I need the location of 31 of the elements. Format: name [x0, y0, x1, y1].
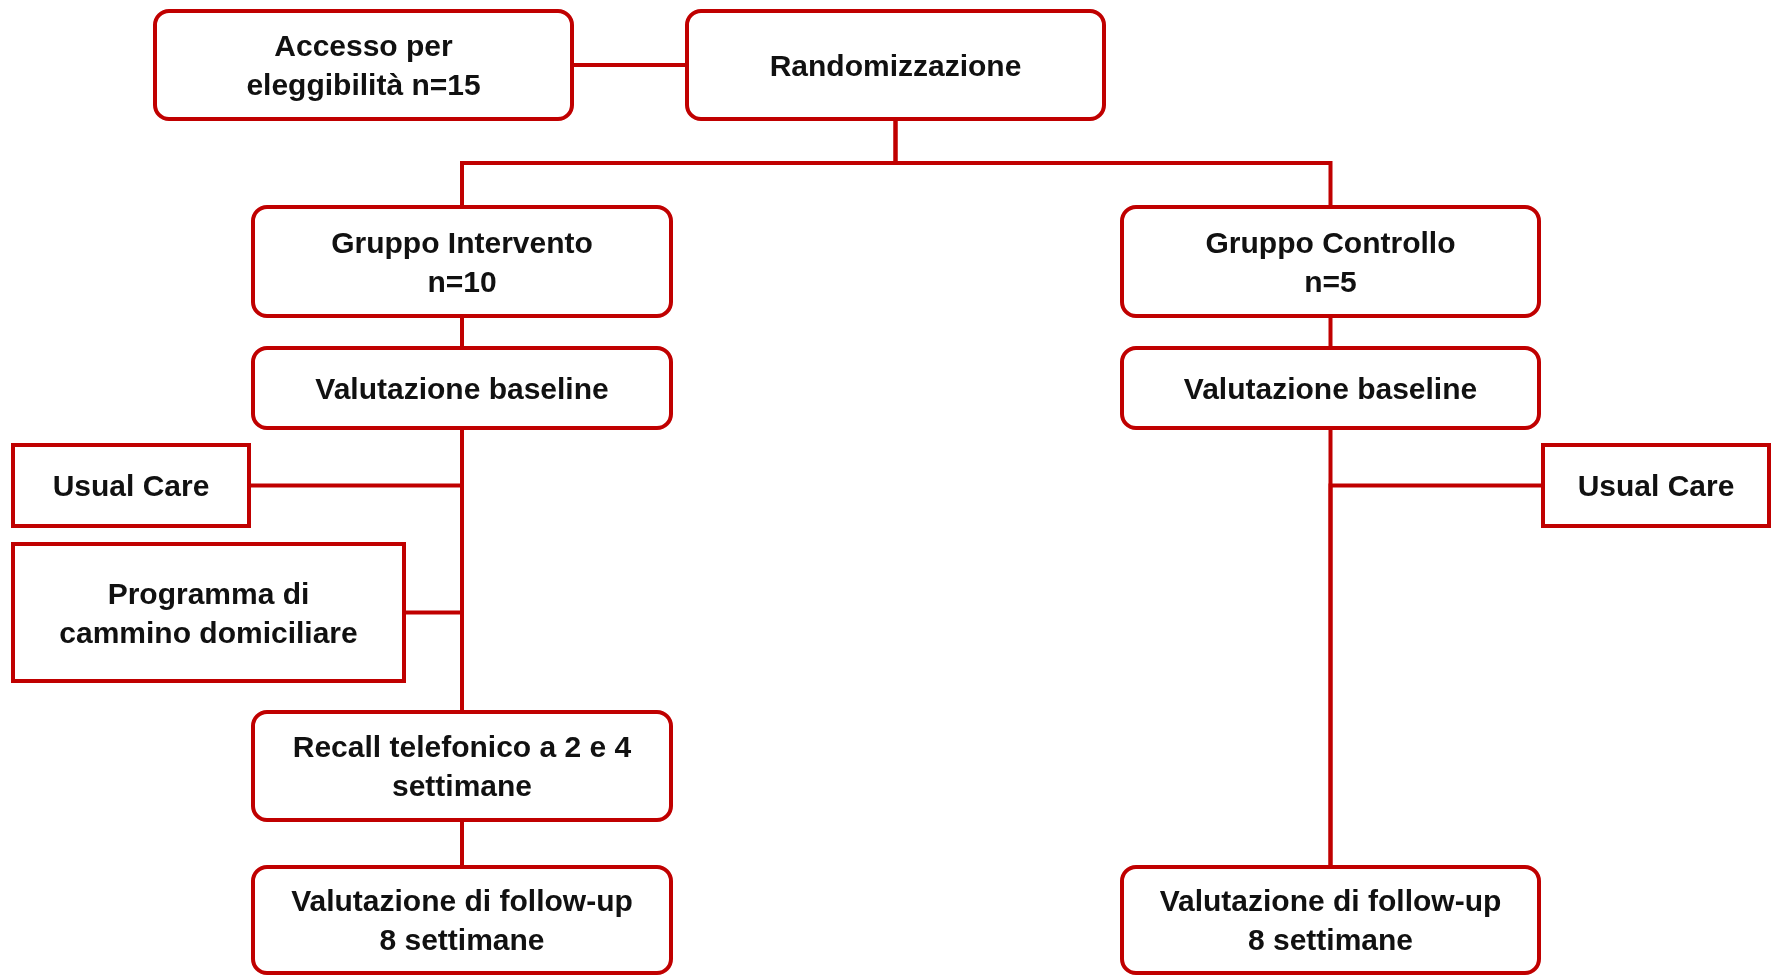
connector-line [1328, 318, 1333, 346]
box-label: Valutazione baseline [315, 370, 609, 407]
box-label: Usual Care [1577, 468, 1735, 504]
connector-line [460, 822, 464, 865]
box-label: Valutazione baseline [1183, 370, 1478, 407]
connector-line [460, 318, 464, 346]
side-box [11, 542, 406, 683]
process-box [251, 205, 673, 318]
box-label: Valutazione di follow-up 8 settimane [1158, 883, 1503, 958]
process-box [685, 9, 1106, 121]
connector-line [893, 121, 1333, 205]
connector-line [406, 610, 464, 710]
process-box [251, 865, 673, 975]
process-box [1120, 346, 1541, 430]
box-label: Gruppo Controllo n=5 [1204, 224, 1457, 300]
process-box [251, 346, 673, 430]
box-label: Recall telefonico a 2 e 4 settimane [291, 729, 633, 804]
process-box [251, 710, 673, 822]
box-label: Valutazione di follow-up 8 settimane [290, 883, 634, 958]
box-label: Accesso per eleggibilità n=15 [245, 28, 482, 103]
side-box [11, 443, 251, 528]
connector-line [574, 63, 685, 67]
box-label: Gruppo Intervento n=10 [330, 224, 594, 300]
process-box [153, 9, 574, 121]
process-box [1120, 865, 1541, 975]
box-label: Randomizzazione [769, 47, 1022, 84]
box-label: Programma di cammino domiciliare [58, 575, 359, 651]
process-box [1120, 205, 1541, 318]
side-box [1541, 443, 1771, 528]
box-label: Usual Care [52, 468, 210, 504]
connector-line [1328, 483, 1541, 865]
